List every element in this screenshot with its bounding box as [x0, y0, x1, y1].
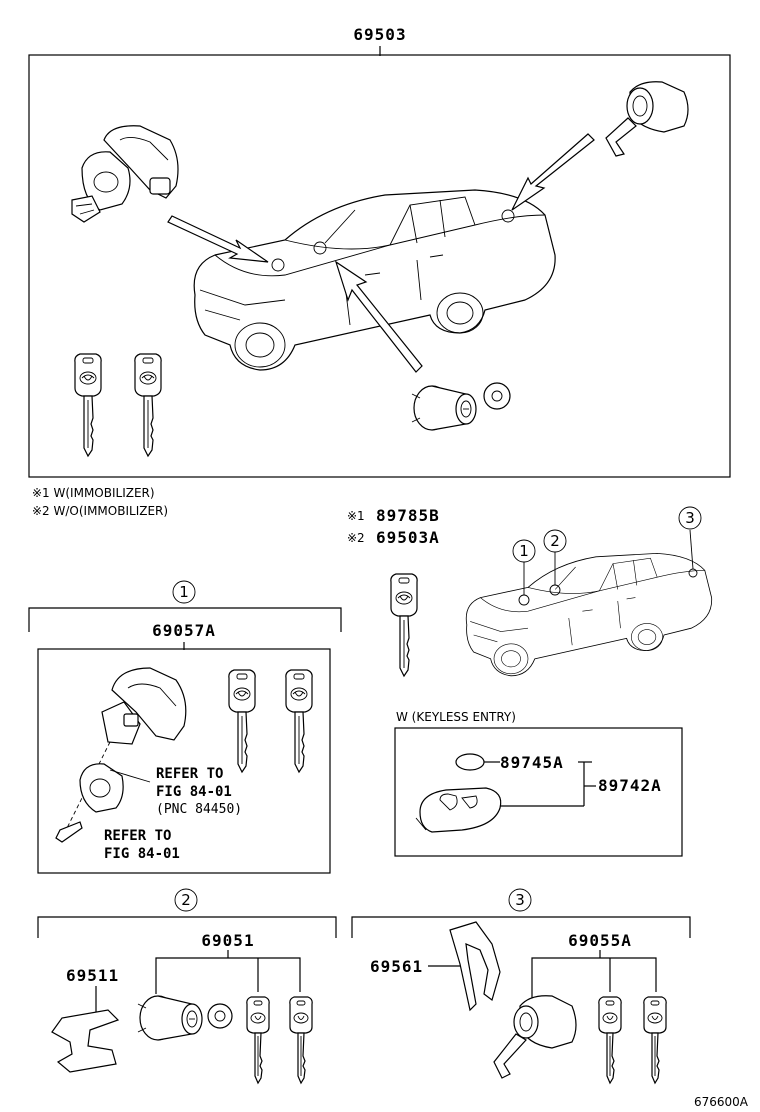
part-number-89785B: 89785B [376, 506, 440, 525]
svg-text:2: 2 [550, 532, 560, 550]
ignition-lock-assembly [71, 125, 179, 223]
svg-text:1: 1 [179, 583, 189, 601]
refer-to-2-line2: FIG 84-01 [104, 846, 180, 862]
refer-to-1-line2: FIG 84-01 [156, 784, 232, 800]
refer-to-2-line1: REFER TO [104, 828, 171, 844]
group1-screw [55, 821, 83, 843]
group3-key-2 [643, 996, 667, 1084]
main-key-2 [134, 353, 162, 457]
callout-3-location: 3 [678, 506, 702, 530]
arrow-ignition [167, 215, 269, 263]
refer-to-1-line3: (PNC 84450) [156, 802, 242, 817]
svg-text:3: 3 [515, 891, 525, 909]
group2-bracket [37, 916, 337, 938]
footnote-immobilizer: ※1 W(IMMOBILIZER) [32, 486, 155, 500]
footnote-no-immobilizer: ※2 W/O(IMMOBILIZER) [32, 504, 168, 518]
part-number-89745A: 89745A [500, 753, 564, 772]
refer-to-1-line1: REFER TO [156, 766, 223, 782]
lock-point-trunk [501, 209, 515, 223]
group3-lock-rod [449, 921, 501, 1012]
group3-part-number: 69055A [568, 931, 632, 950]
trunk-lock-assembly [605, 81, 689, 157]
group2-key-1 [246, 996, 270, 1084]
group1-key-1 [228, 669, 256, 773]
lock-point-door [313, 241, 327, 255]
part-number-89742A: 89742A [598, 776, 662, 795]
door-lock-assembly [411, 382, 511, 431]
group1-part-number: 69057A [152, 621, 216, 640]
callout-1-group: 1 [172, 580, 196, 604]
group1-ignition-housing [101, 667, 187, 745]
arrow-trunk [511, 133, 595, 211]
main-assembly-box [28, 54, 731, 478]
callout-2-location: 2 [543, 529, 567, 553]
lock-point-ignition [271, 258, 285, 272]
callout-2-group: 2 [174, 888, 198, 912]
svg-text:3: 3 [685, 509, 695, 527]
group1-switch-body [79, 763, 151, 813]
arrow-door [334, 260, 423, 373]
group3-key-1 [598, 996, 622, 1084]
group1-key-2 [285, 669, 313, 773]
group1-box [37, 648, 331, 874]
callout-3-group: 3 [508, 888, 532, 912]
mark-immobilizer: ※1 [347, 509, 365, 523]
key-blank-illustration [390, 573, 418, 677]
svg-text:2: 2 [181, 891, 191, 909]
keyless-entry-title: W (KEYLESS ENTRY) [396, 710, 516, 724]
transmitter-illustration [415, 787, 502, 833]
group2-part-number: 69051 [201, 931, 254, 950]
group2-door-cylinder [137, 995, 233, 1041]
part-number-69503A: 69503A [376, 528, 440, 547]
group3-bracket [351, 916, 691, 938]
keyless-entry-box [394, 727, 683, 857]
main-part-number: 69503 [353, 25, 406, 44]
group2-cover-plate [51, 1009, 120, 1073]
callout-1-location: 1 [512, 539, 536, 563]
group1-bracket [28, 607, 342, 632]
location-car-illustration [465, 552, 713, 677]
battery-illustration [455, 753, 485, 771]
part-number-69511: 69511 [66, 966, 119, 985]
svg-text:1: 1 [519, 542, 529, 560]
mark-no-immobilizer: ※2 [347, 531, 365, 545]
main-car-illustration [193, 189, 556, 371]
group3-trunk-cylinder [493, 995, 577, 1079]
group2-key-2 [289, 996, 313, 1084]
figure-code: 676600A [694, 1095, 749, 1109]
part-number-69561: 69561 [370, 957, 423, 976]
main-key-1 [74, 353, 102, 457]
